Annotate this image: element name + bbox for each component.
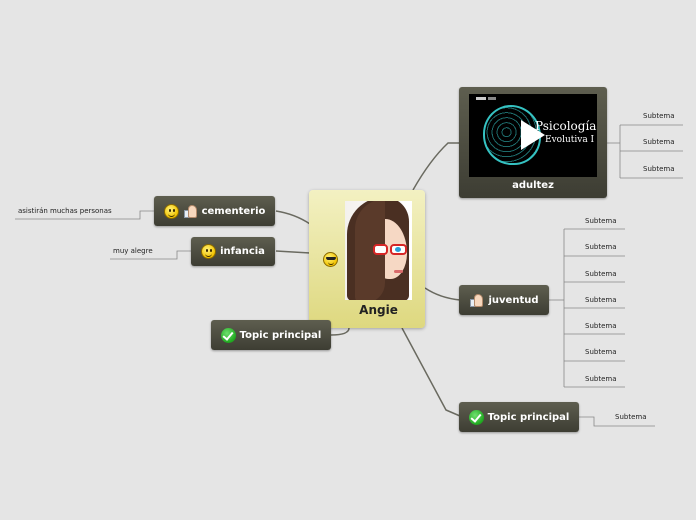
link-juventud-subtemas [564, 229, 625, 387]
topic-label: adultez [459, 180, 607, 191]
subtema-juventud-3[interactable]: Subtema [585, 270, 616, 278]
video-title-line1: Psicología [535, 119, 596, 133]
subtema-topic-right[interactable]: Subtema [615, 413, 646, 421]
check-icon [469, 410, 484, 425]
topic-label: juventud [488, 295, 538, 306]
portrait-image [345, 201, 412, 300]
topic-principal-right[interactable]: Topic principal [459, 402, 579, 432]
topic-label: Topic principal [240, 330, 322, 341]
subtema-adultez-2[interactable]: Subtema [643, 138, 674, 146]
link-topic-left [331, 328, 349, 335]
subtema-juventud-5[interactable]: Subtema [585, 322, 616, 330]
thumbs-up-icon [183, 204, 198, 219]
link-juventud [425, 288, 460, 300]
link-topic-right [402, 328, 460, 416]
subtema-juventud-6[interactable]: Subtema [585, 348, 616, 356]
topic-label: infancia [220, 246, 265, 257]
cool-sunglasses-icon [323, 252, 338, 267]
psicologia-video-image[interactable]: Psicología Evolutiva I [469, 94, 597, 177]
central-topic[interactable]: Angie [309, 190, 425, 328]
subtema-juventud-4[interactable]: Subtema [585, 296, 616, 304]
note-asistiran[interactable]: asistirán muchas personas [18, 207, 112, 215]
topic-cementerio[interactable]: cementerio [154, 196, 275, 226]
subtema-juventud-2[interactable]: Subtema [585, 243, 616, 251]
note-muy-alegre[interactable]: muy alegre [113, 247, 153, 255]
topic-label: cementerio [202, 206, 266, 217]
topic-infancia[interactable]: infancia [191, 237, 275, 266]
link-adultez [413, 143, 460, 190]
subtema-juventud-1[interactable]: Subtema [585, 217, 616, 225]
smiley-icon [164, 204, 179, 219]
link-infancia [276, 251, 310, 253]
link-cementerio [276, 211, 310, 224]
smiley-icon [201, 244, 216, 259]
thumbs-up-icon [469, 293, 484, 308]
topic-principal-left[interactable]: Topic principal [211, 320, 331, 350]
topic-label: Topic principal [488, 412, 570, 423]
central-topic-title: Angie [345, 303, 412, 317]
subtema-juventud-7[interactable]: Subtema [585, 375, 616, 383]
video-title-line2: Evolutiva I [545, 135, 594, 145]
subtema-adultez-1[interactable]: Subtema [643, 112, 674, 120]
subtema-adultez-3[interactable]: Subtema [643, 165, 674, 173]
check-icon [221, 328, 236, 343]
topic-adultez[interactable]: Psicología Evolutiva I adultez [459, 87, 607, 198]
topic-juventud[interactable]: juventud [459, 285, 549, 315]
